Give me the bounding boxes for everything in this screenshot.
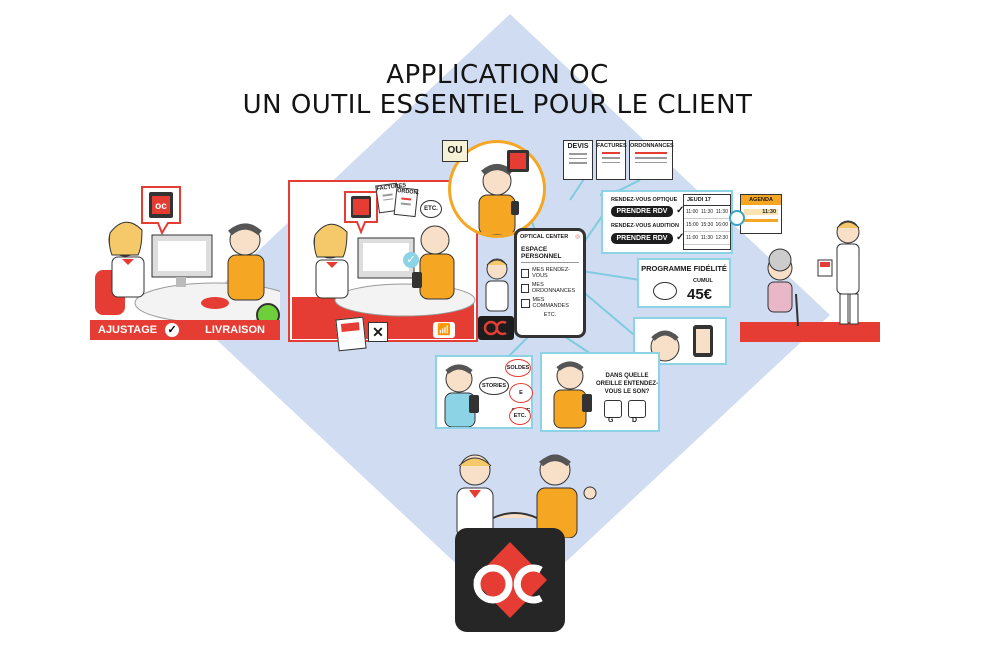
phone-item-label: MES COMMANDES [532, 297, 569, 309]
check-icon: ✓ [676, 232, 685, 243]
middle-etc-bubble: ETC. [420, 200, 442, 218]
wifi-icon: 📶 [433, 322, 455, 338]
handshake-scene [445, 448, 605, 539]
doc-factures-label: FACTURES [597, 143, 627, 149]
right-ear-icon[interactable] [628, 400, 646, 418]
prendre-rdv-optique-button[interactable]: PRENDRE RDV [611, 206, 673, 217]
middle-doc-ordonnances: ORDON. [393, 186, 420, 218]
right-scene [740, 210, 880, 342]
stories-card: SOLDES STORIES E CARTE ETC. [435, 355, 533, 429]
doc-ordonnances: ORDONNANCES [629, 140, 674, 180]
oc-logo-mark [473, 542, 547, 618]
rdv-audition-label: RENDEZ-VOUS AUDITION [611, 223, 679, 229]
agenda: AGENDA 11:30 [740, 194, 782, 234]
phone-item-ordonnances[interactable]: MES ORDONNANCES [521, 282, 579, 294]
left-scene [90, 185, 296, 340]
checkbox-icon [521, 298, 530, 308]
doc-ordonnances-label: ORDONNANCES [630, 143, 674, 149]
client-with-phone-illustration [478, 164, 519, 235]
rdv-optique-label: RENDEZ-VOUS OPTIQUE [611, 197, 678, 203]
choice-bubble [448, 140, 546, 238]
doc-devis: DEVIS [563, 140, 593, 180]
left-ear-icon[interactable] [604, 400, 622, 418]
hearing-left-label: G [608, 417, 614, 424]
checkbox-icon [521, 268, 530, 278]
elderly-client-and-optician-illustration [740, 220, 880, 342]
piggy-bank-icon [653, 282, 677, 300]
paper-prescription-icon [335, 316, 367, 352]
calendar-slot[interactable]: 11:00 [686, 209, 699, 215]
title-line-1: APPLICATION OC [386, 60, 609, 90]
tablet-bubble: oc [140, 185, 182, 236]
ajustage-label: AJUSTAGE [98, 324, 158, 336]
fidelite-cumul: CUMUL [693, 278, 713, 284]
hearing-question: DANS QUELLE OREILLE ENTENDEZ-VOUS LE SON… [596, 373, 659, 395]
phone-item-label: MES ORDONNANCES [531, 282, 576, 294]
prendre-rdv-audition-button[interactable]: PRENDRE RDV [611, 233, 673, 244]
smartphone: OPTICAL CENTER ◎ ESPACE PERSONNEL MES RE… [514, 228, 586, 338]
check-icon: ✓ [165, 323, 180, 337]
fidelite-amount: 45€ [687, 286, 713, 303]
agenda-time: 11:30 [744, 209, 778, 215]
stories-badge: STORIES [479, 377, 509, 395]
cross-box-icon: ✕ [368, 322, 388, 342]
calendar-slot[interactable]: 16:00 [715, 222, 728, 228]
client-hearing-illustration [553, 361, 592, 429]
calendar-slot[interactable]: 11:30 [715, 209, 728, 215]
handshake-illustration [456, 454, 597, 539]
middle-doc-factures-label: FACTURES [376, 182, 407, 193]
hearing-right-label: D [632, 417, 638, 424]
ecarte-badge: E CARTE [509, 383, 533, 414]
phone-item-commandes[interactable]: MES COMMANDES [521, 297, 579, 309]
checkbox-icon [521, 283, 529, 293]
svg-text:oc: oc [155, 201, 167, 212]
calendar-slot[interactable]: 12:30 [715, 235, 728, 241]
etc-badge: ETC. [509, 407, 531, 425]
calendar-slot[interactable]: 15:00 [686, 222, 699, 228]
check-badge-icon: ✓ [403, 252, 419, 268]
calendar-slot[interactable]: 11:30 [700, 235, 713, 241]
middle-tablet-bubble [343, 190, 379, 235]
ou-sign: OU [442, 140, 468, 162]
soldes-badge: SOLDES [505, 359, 531, 377]
phone-item-label: MES RENDEZ-VOUS [532, 267, 571, 279]
ajustage-bar: AJUSTAGE ✓ LIVRAISON [90, 320, 280, 340]
doc-factures: FACTURES [596, 140, 627, 180]
calendar-slot[interactable]: 11:30 [700, 209, 714, 215]
fidelite-card: PROGRAMME FIDÉLITÉ CUMUL 45€ [637, 258, 731, 308]
oc-tag-icon [478, 316, 514, 340]
check-icon: ✓ [676, 205, 685, 216]
calendar-slot[interactable]: 11:00 [686, 235, 699, 241]
optician-and-client-illustration [95, 221, 296, 324]
oc-logo: OC [455, 528, 565, 632]
phone-heading: ESPACE PERSONNEL [521, 246, 562, 260]
fidelite-title: PROGRAMME FIDÉLITÉ [641, 264, 727, 273]
agenda-link-icon [729, 210, 745, 226]
calendar-slot[interactable]: 15:30 [700, 222, 714, 228]
phone-item-rdv[interactable]: MES RENDEZ-VOUS [521, 267, 579, 279]
doc-devis-label: DEVIS [567, 143, 589, 150]
bubble-oc-tablet-icon [507, 150, 529, 172]
agenda-title: AGENDA [741, 195, 781, 205]
calendar-day: JEUDI 17 [684, 195, 730, 206]
optician-with-app-illustration [292, 223, 476, 339]
phone-more: ETC. [543, 312, 557, 318]
middle-doc-ordonnances-label: ORDON. [396, 188, 420, 197]
livraison-label: LIVRAISON [205, 324, 265, 336]
phone-brand: OPTICAL CENTER [520, 234, 569, 240]
title-line-2: UN OUTIL ESSENTIEL POUR LE CLIENT [242, 90, 753, 120]
client-with-tablet-illustration [444, 364, 479, 428]
hearing-test-card: DANS QUELLE OREILLE ENTENDEZ-VOUS LE SON… [540, 352, 660, 432]
waving-optician [482, 255, 512, 315]
phone-oc-icon: ◎ [575, 234, 580, 240]
